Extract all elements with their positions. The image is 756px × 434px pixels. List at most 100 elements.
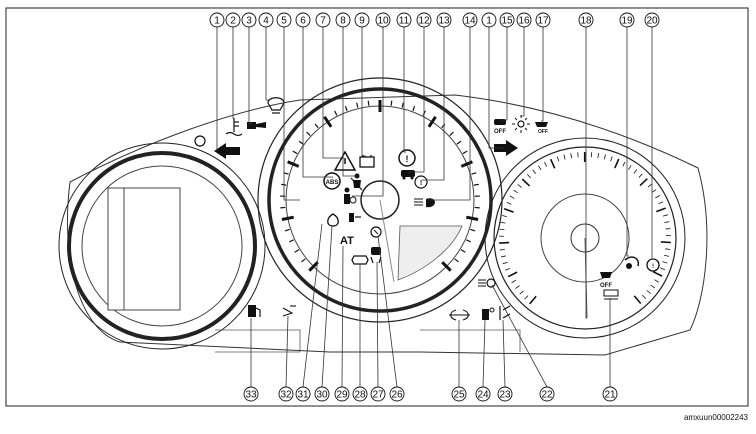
tick-mark	[323, 116, 333, 128]
leader-line	[216, 27, 218, 151]
tick-mark	[654, 279, 659, 283]
callout-circle	[334, 386, 350, 402]
callout-circle	[243, 386, 259, 402]
svg-text:ABS: ABS	[326, 180, 339, 186]
tick-mark	[412, 105, 416, 112]
callout-number: 18	[580, 16, 592, 27]
callout-number: 32	[280, 390, 292, 401]
callout-circle	[516, 12, 532, 28]
lights-on-icon	[512, 115, 530, 133]
right-turn-arrow-icon	[494, 140, 518, 156]
tick-mark	[639, 178, 648, 187]
leader-line	[265, 27, 270, 101]
tick-mark	[501, 215, 507, 218]
tick-mark	[500, 221, 506, 224]
left-gauge	[58, 142, 266, 350]
tick-mark	[284, 228, 290, 232]
callout-30: 30	[314, 225, 333, 402]
tick-mark	[650, 284, 656, 289]
tick-mark	[665, 248, 671, 250]
engine-oil-icon	[267, 97, 285, 114]
tick-mark	[614, 158, 620, 169]
tick-mark	[462, 150, 468, 155]
traction-off-icon: OFF	[535, 122, 548, 135]
callout-number: 15	[501, 16, 513, 27]
tick-mark	[367, 100, 370, 106]
callout-33: 33	[243, 318, 259, 402]
callout-circle	[602, 386, 618, 402]
callout-number: 4	[263, 16, 269, 27]
tick-mark	[665, 228, 671, 230]
leader-line	[491, 284, 548, 388]
ring-icon	[194, 135, 206, 147]
fog-light-icon	[449, 309, 470, 321]
shift-indicator-icon	[370, 226, 382, 238]
tick-mark	[660, 241, 671, 244]
callout-28: 28	[352, 264, 368, 402]
leader-line	[377, 235, 398, 388]
callout-8: 8	[335, 12, 356, 177]
callout-2: 2	[225, 12, 241, 119]
tick-mark	[519, 290, 524, 295]
callout-25: 25	[451, 320, 467, 402]
tick-mark	[633, 295, 642, 305]
tick-mark	[532, 169, 537, 174]
tick-mark	[597, 153, 600, 159]
tick-mark	[517, 184, 522, 188]
tick-mark	[638, 173, 643, 178]
tick-mark	[334, 110, 338, 116]
stability-off-icon: OFF	[494, 119, 506, 135]
key-icon	[247, 122, 266, 129]
tick-mark	[427, 116, 437, 128]
callout-12: 12	[408, 12, 432, 173]
tick-mark	[301, 258, 306, 263]
tick-mark	[538, 165, 542, 171]
leader-line	[376, 261, 379, 388]
callout-24: 24	[475, 319, 491, 402]
callout-circle	[295, 12, 311, 28]
tick-mark	[622, 161, 626, 167]
svg-text:!: !	[652, 264, 654, 270]
tick-mark	[460, 160, 473, 168]
tick-mark	[283, 172, 289, 175]
callout-circle	[389, 386, 405, 402]
callout-18: 18	[578, 12, 594, 319]
leader-line	[283, 27, 300, 201]
callout-number: 10	[377, 16, 389, 27]
check-engine-icon	[351, 255, 369, 265]
tick-mark	[460, 249, 466, 253]
callout-22: 22	[491, 284, 555, 402]
callout-circle	[416, 12, 432, 28]
tick-mark	[509, 195, 515, 199]
callout-circle	[644, 12, 660, 28]
right-gauge-ticks	[499, 151, 671, 305]
tick-mark	[308, 261, 319, 272]
callout-circle	[241, 12, 257, 28]
lower-plate-right	[420, 329, 521, 352]
callout-circle	[451, 386, 467, 402]
svg-text:OFF: OFF	[494, 129, 506, 135]
leader-line	[403, 27, 406, 153]
callout-31: 31	[295, 223, 323, 402]
callout-26: 26	[377, 235, 405, 402]
tick-mark	[501, 255, 507, 258]
callout-5: 5	[276, 12, 300, 201]
tick-mark	[642, 294, 647, 300]
callout-29: 29	[334, 245, 350, 402]
callout-circle	[619, 12, 635, 28]
callout-number: 16	[518, 16, 530, 27]
tick-mark	[306, 131, 311, 136]
tick-mark	[314, 123, 319, 129]
callout-circle	[499, 12, 515, 28]
tick-mark	[570, 153, 572, 159]
tick-mark	[628, 165, 632, 170]
parking-brake-icon: !	[646, 258, 660, 272]
callout-number: 13	[438, 16, 450, 27]
tick-mark	[513, 189, 518, 194]
tick-mark	[647, 183, 653, 188]
leader-line	[342, 27, 356, 177]
tick-mark	[610, 156, 613, 162]
tick-mark	[544, 161, 548, 167]
master-warning-icon	[333, 150, 357, 171]
